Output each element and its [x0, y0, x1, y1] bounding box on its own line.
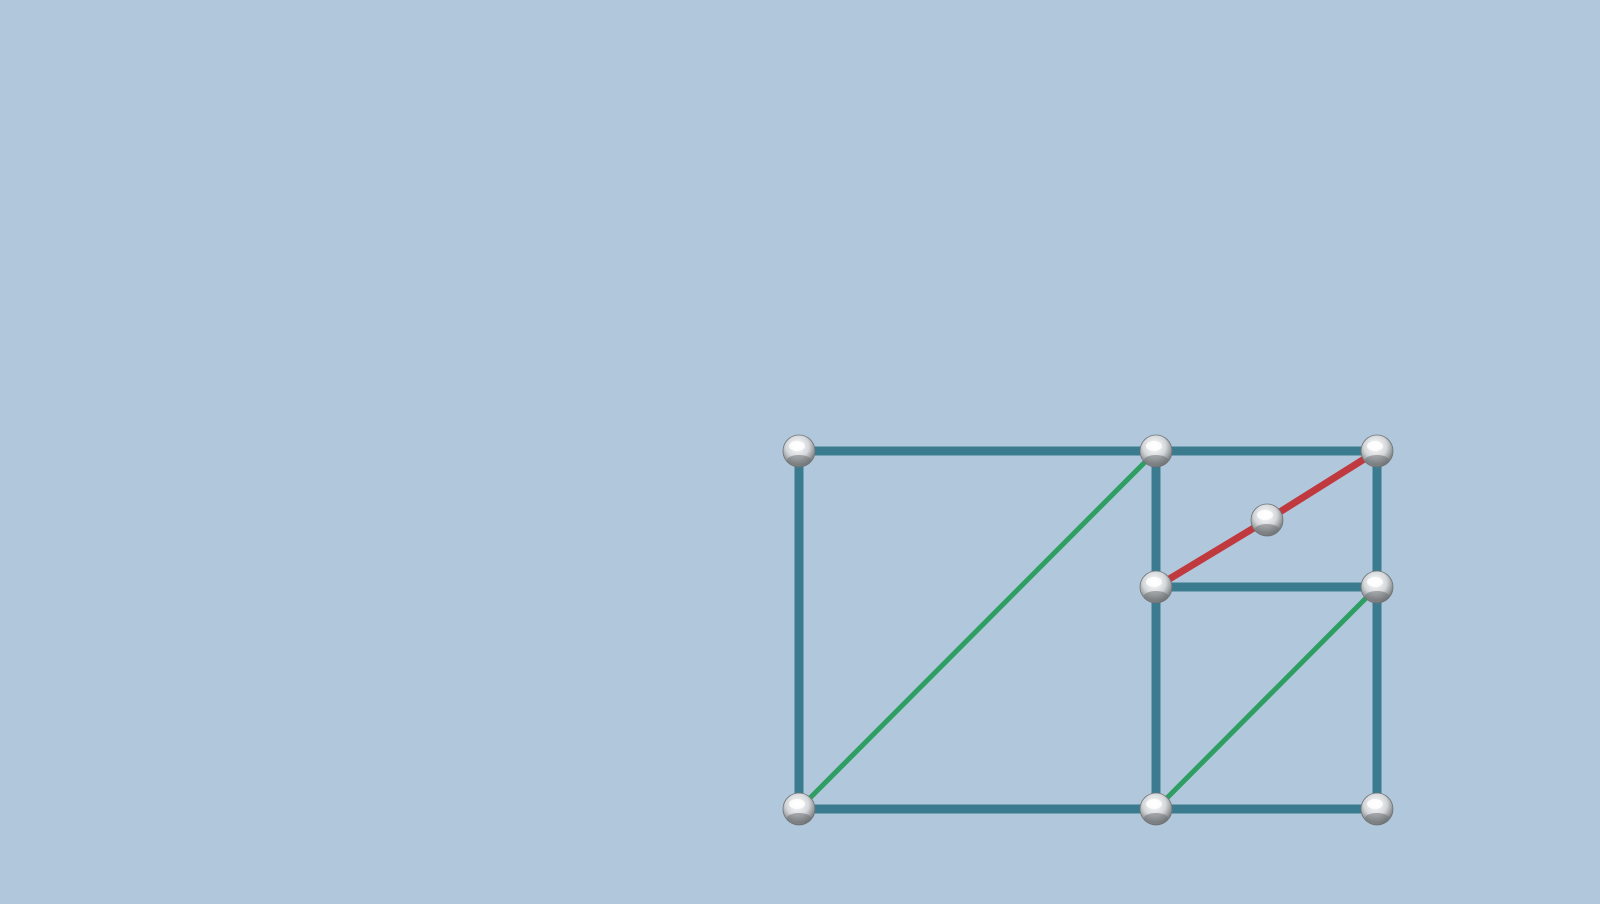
node-n4[interactable] — [1139, 570, 1173, 604]
node-n9[interactable] — [1250, 503, 1284, 537]
node-n7[interactable] — [1139, 792, 1173, 826]
node-n1[interactable] — [782, 434, 816, 468]
node-layer — [782, 434, 1394, 826]
node-n3[interactable] — [1360, 434, 1394, 468]
edge-brace-n7-n5 — [1153, 584, 1380, 812]
edge-highlight-n4-n9 — [1152, 516, 1271, 591]
edge-brace-n6-n2 — [796, 448, 1159, 812]
node-n2[interactable] — [1139, 434, 1173, 468]
edge-highlight-n9-n3 — [1263, 447, 1381, 524]
node-n8[interactable] — [1360, 792, 1394, 826]
node-n5[interactable] — [1360, 570, 1394, 604]
node-n6[interactable] — [782, 792, 816, 826]
edge-layer — [794, 446, 1382, 814]
